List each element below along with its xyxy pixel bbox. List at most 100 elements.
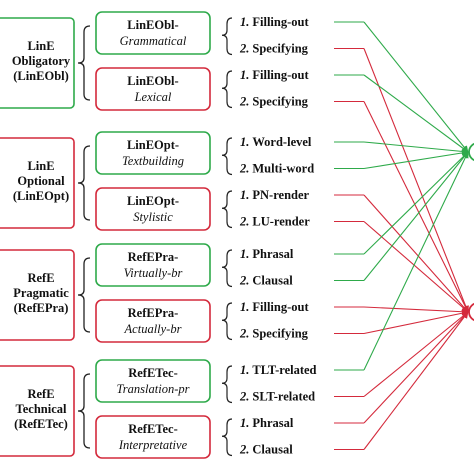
subtype-bracket — [221, 70, 233, 109]
item-arrow — [363, 311, 469, 450]
subtype-type: Actually-br — [124, 322, 182, 336]
item-text: Filling-out — [252, 15, 309, 29]
item-text: Clausal — [252, 443, 293, 457]
category-line: Obligatory — [12, 54, 71, 68]
group-bracket — [77, 257, 91, 333]
category-line: (LinEObl) — [13, 69, 69, 83]
subtype-bracket — [221, 365, 233, 404]
subtype-type: Virtually-br — [124, 266, 183, 280]
subtype-type: Grammatical — [120, 34, 187, 48]
category-line: Pragmatic — [13, 286, 69, 300]
category-line: (RefETec) — [14, 417, 68, 431]
item-arrow — [363, 311, 469, 397]
item-number: 1. — [240, 68, 249, 82]
item-text: PN-render — [252, 188, 309, 202]
item-number: 2. — [239, 42, 249, 56]
item-label: 2.Specifying — [239, 327, 309, 341]
group-bracket — [77, 25, 91, 101]
item-number: 1. — [240, 188, 249, 202]
item-text: SLT-related — [252, 390, 315, 404]
category-line: (LinEOpt) — [13, 189, 69, 203]
item-arrow — [363, 151, 469, 255]
group-bracket — [77, 145, 91, 221]
item-number: 1. — [240, 247, 249, 261]
subtype-bracket — [221, 137, 233, 176]
subtype-name: LinEObl- — [127, 74, 178, 88]
subtype-bracket — [221, 190, 233, 229]
subtype-name: RefEPra- — [128, 250, 179, 264]
subtype-box — [95, 187, 211, 231]
item-text: TLT-related — [252, 363, 316, 377]
subtype-type: Translation-pr — [117, 382, 190, 396]
item-arrow — [363, 151, 469, 281]
item-text: Specifying — [252, 327, 308, 341]
item-text: Word-level — [252, 135, 312, 149]
item-label: 2.Clausal — [239, 274, 293, 288]
item-text: Clausal — [252, 274, 293, 288]
subtype-bracket — [221, 302, 233, 341]
item-number: 1. — [240, 416, 249, 430]
item-label: 1.Filling-out — [240, 68, 309, 82]
category-line: Technical — [16, 402, 67, 416]
item-text: Filling-out — [252, 300, 309, 314]
item-arrow — [363, 48, 469, 313]
item-label: 1.TLT-related — [240, 363, 317, 377]
item-text: LU-render — [252, 215, 310, 229]
subtype-name: RefETec- — [128, 366, 178, 380]
item-number: 2. — [239, 327, 249, 341]
subtype-type: Stylistic — [133, 210, 173, 224]
subtype-name: RefETec- — [128, 422, 178, 436]
category-box — [0, 365, 75, 457]
item-text: Phrasal — [252, 416, 294, 430]
category-line: Optional — [17, 174, 65, 188]
item-text: Specifying — [252, 42, 308, 56]
item-label: 1.PN-render — [240, 188, 310, 202]
item-text: Phrasal — [252, 247, 294, 261]
item-label: 2.Specifying — [239, 95, 309, 109]
category-box — [0, 137, 75, 229]
item-label: 1.Phrasal — [240, 247, 294, 261]
category-line: RefE — [27, 387, 54, 401]
subtype-bracket — [221, 249, 233, 288]
item-number: 2. — [239, 390, 249, 404]
item-arrow — [363, 221, 469, 313]
item-number: 1. — [240, 15, 249, 29]
item-label: 1.Word-level — [240, 135, 312, 149]
subtype-box — [95, 131, 211, 175]
item-label: 1.Filling-out — [240, 300, 309, 314]
item-label: 2.LU-render — [239, 215, 310, 229]
item-label: 1.Filling-out — [240, 15, 309, 29]
subtype-box — [95, 415, 211, 459]
item-number: 2. — [239, 162, 249, 176]
subtype-name: LinEObl- — [127, 18, 178, 32]
item-arrow — [363, 101, 469, 313]
subtype-box — [95, 11, 211, 55]
item-number: 2. — [239, 443, 249, 457]
item-number: 2. — [239, 274, 249, 288]
red-target-node — [468, 302, 474, 322]
subtype-type: Textbuilding — [122, 154, 184, 168]
category-line: LinE — [27, 39, 54, 53]
category-box — [0, 17, 75, 109]
subtype-box — [95, 67, 211, 111]
subtype-name: LinEOpt- — [127, 194, 179, 208]
subtype-name: LinEOpt- — [127, 138, 179, 152]
item-number: 1. — [240, 135, 249, 149]
item-text: Multi-word — [252, 162, 314, 176]
item-arrow — [363, 194, 469, 313]
item-number: 2. — [239, 215, 249, 229]
item-label: 2.SLT-related — [239, 390, 315, 404]
subtype-type: Interpretative — [118, 438, 188, 452]
subtype-bracket — [221, 418, 233, 457]
subtype-name: RefEPra- — [128, 306, 179, 320]
category-line: LinE — [27, 159, 54, 173]
item-arrow — [363, 74, 469, 153]
item-number: 1. — [240, 300, 249, 314]
subtype-bracket — [221, 17, 233, 56]
item-arrow — [363, 309, 469, 335]
